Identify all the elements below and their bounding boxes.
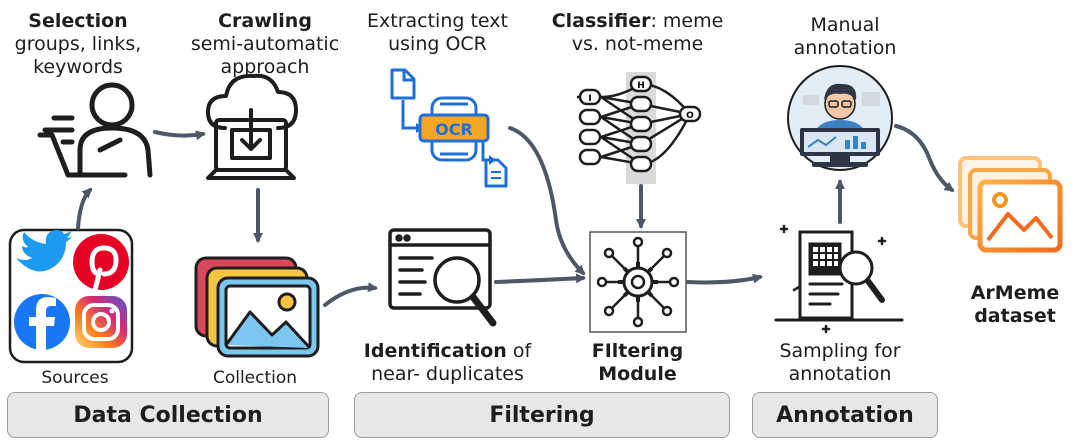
identification-label: Identification of near- duplicates bbox=[363, 340, 532, 386]
node-i-text: I bbox=[588, 94, 591, 104]
filtering-module-label: FIltering Module bbox=[591, 340, 684, 386]
stage-data-collection: Data Collection bbox=[7, 392, 329, 438]
flow-arrows bbox=[76, 124, 955, 307]
neural-network-icon: I H O bbox=[577, 72, 702, 184]
sampling-document-icon bbox=[774, 224, 904, 334]
sampling-label: Sampling for annotation bbox=[779, 340, 901, 386]
twitter-icon bbox=[16, 230, 72, 272]
pinterest-icon bbox=[73, 234, 129, 293]
annotator-monitor-icon bbox=[787, 65, 893, 171]
manual-annotation-label: Manual annotation bbox=[793, 14, 897, 60]
sources-label: Sources bbox=[41, 368, 109, 388]
stage-filtering: Filtering bbox=[354, 392, 730, 438]
person-laptop-icon bbox=[37, 82, 153, 178]
stage-annotation: Annotation bbox=[752, 392, 938, 438]
dataset-images-icon bbox=[958, 156, 1063, 253]
ocr-scan-icon: OCR bbox=[390, 68, 508, 188]
facebook-icon bbox=[14, 294, 70, 350]
image-collection-icon bbox=[194, 256, 320, 358]
duplicate-search-icon bbox=[388, 228, 497, 327]
instagram-icon bbox=[75, 296, 127, 348]
node-o-text: O bbox=[686, 111, 694, 121]
cloud-download-icon bbox=[206, 73, 298, 180]
node-h-text: H bbox=[637, 81, 645, 91]
selection-label: Selection groups, links, keywords bbox=[14, 10, 142, 79]
armeme-dataset-label: ArMeme dataset bbox=[970, 282, 1060, 328]
crawling-label: Crawling semi-automatic approach bbox=[190, 10, 340, 79]
ocr-badge-text: OCR bbox=[435, 120, 473, 139]
ocr-label: Extracting text using OCR bbox=[367, 10, 508, 56]
collection-label: Collection bbox=[212, 368, 298, 388]
classifier-label: Classifier: meme vs. not-meme bbox=[551, 10, 724, 56]
filtering-module-icon bbox=[589, 231, 687, 333]
